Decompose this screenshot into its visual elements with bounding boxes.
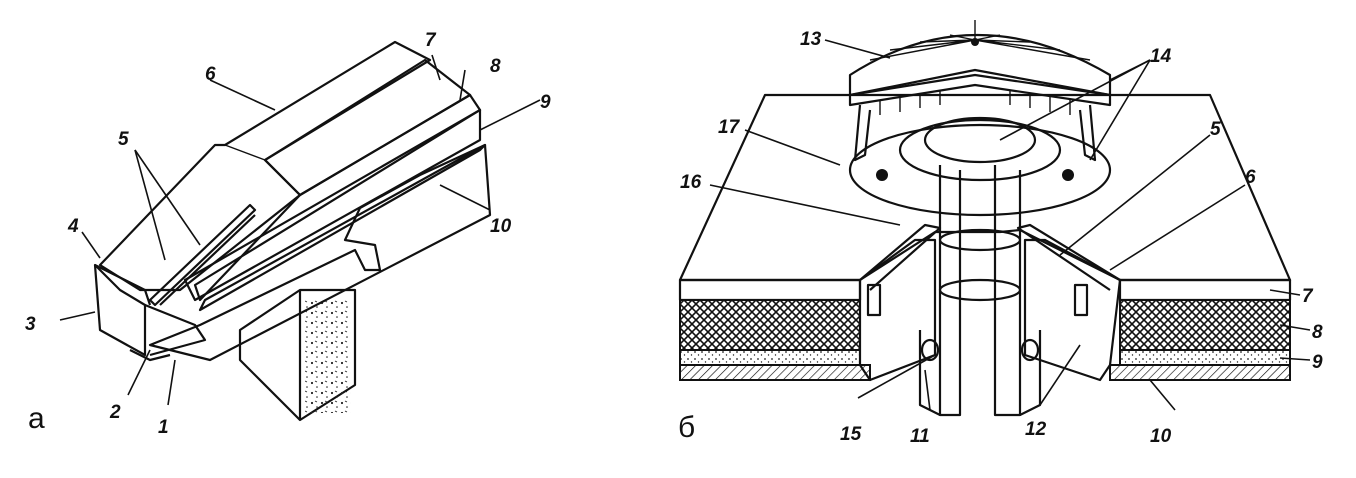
label-a-5: 5 bbox=[118, 129, 129, 150]
edge-profile bbox=[93, 263, 207, 362]
drain-pipe bbox=[918, 165, 1042, 417]
label-a-10: 10 bbox=[490, 216, 512, 237]
bolt-right bbox=[1062, 169, 1074, 181]
label-a-6: 6 bbox=[205, 64, 216, 85]
funnel-section bbox=[858, 223, 1122, 382]
layer-10-sheet bbox=[148, 143, 492, 362]
figure-a: 6 7 8 9 10 5 4 3 2 1 а bbox=[25, 30, 551, 438]
label-b-8: 8 bbox=[1312, 322, 1323, 343]
labels-a: 6 7 8 9 10 5 4 3 2 1 а bbox=[25, 30, 551, 438]
slab-layers bbox=[678, 278, 1292, 381]
label-a-1: 1 bbox=[158, 417, 169, 438]
label-b-5: 5 bbox=[1210, 119, 1221, 140]
label-b-13: 13 bbox=[800, 29, 822, 50]
layer-7-topping bbox=[193, 58, 482, 302]
labels-b: 13 14 17 16 5 6 7 8 9 10 12 11 15 б bbox=[678, 29, 1323, 447]
layer-9 bbox=[198, 143, 487, 312]
caption-b: б bbox=[678, 411, 695, 444]
label-a-2: 2 bbox=[109, 402, 121, 423]
slab-top-surface bbox=[678, 93, 1292, 282]
flange-ring bbox=[848, 116, 1112, 217]
layer-8-insulation bbox=[183, 108, 482, 302]
label-b-14: 14 bbox=[1150, 46, 1172, 67]
layer-6-roofing bbox=[98, 40, 432, 292]
label-a-4: 4 bbox=[67, 216, 79, 237]
label-a-8: 8 bbox=[490, 56, 501, 77]
label-b-17: 17 bbox=[718, 117, 741, 138]
label-b-16: 16 bbox=[680, 172, 702, 193]
caption-a: а bbox=[28, 402, 45, 435]
label-b-11: 11 bbox=[910, 426, 930, 447]
label-b-12: 12 bbox=[1025, 419, 1047, 440]
leaders-b bbox=[709, 39, 1311, 411]
support-beam bbox=[238, 288, 357, 422]
figure-b: 13 14 17 16 5 6 7 8 9 10 12 11 15 б bbox=[678, 20, 1323, 447]
label-a-9: 9 bbox=[540, 92, 551, 113]
leaders-a bbox=[59, 54, 541, 406]
label-b-7: 7 bbox=[1302, 286, 1314, 307]
label-a-3: 3 bbox=[25, 314, 36, 335]
layer-5-strips bbox=[148, 203, 257, 307]
grate-cap bbox=[848, 20, 1112, 162]
bolt-left bbox=[876, 169, 888, 181]
label-b-10: 10 bbox=[1150, 426, 1172, 447]
label-b-6: 6 bbox=[1245, 167, 1256, 188]
label-b-9: 9 bbox=[1312, 352, 1323, 373]
label-b-15: 15 bbox=[840, 424, 862, 445]
label-a-7: 7 bbox=[425, 30, 437, 51]
